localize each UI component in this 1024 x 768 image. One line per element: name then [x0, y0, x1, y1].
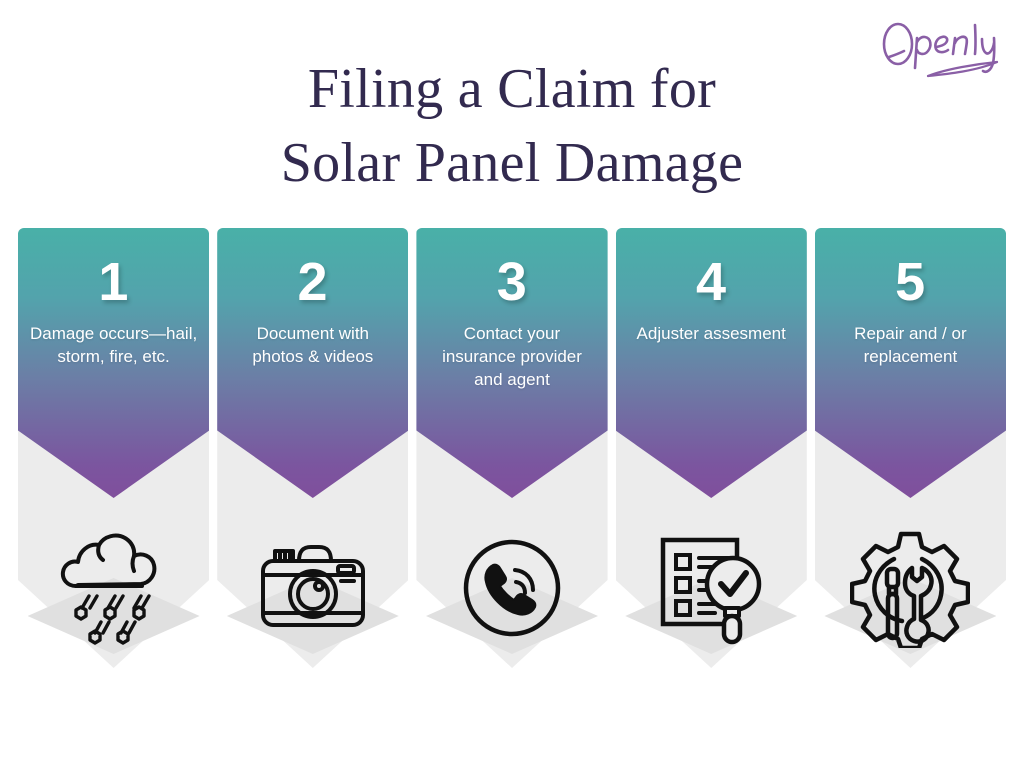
steps-container: 1 Damage occurs—hail, storm, fire, etc.	[18, 228, 1007, 708]
step-label: Repair and / or replacement	[854, 324, 967, 366]
camera-icon	[248, 528, 378, 648]
openly-logo	[876, 16, 1006, 78]
checklist-magnifier-icon	[646, 528, 776, 648]
step-card-4[interactable]: 4 Adjuster assesment	[615, 228, 807, 708]
gear-tools-icon	[845, 528, 975, 648]
step-number: 4	[695, 252, 727, 312]
step-number: 1	[98, 252, 129, 312]
step-number: 5	[895, 252, 926, 312]
page-title: Filing a Claim for Solar Panel Damage	[0, 52, 1024, 200]
step-card-3[interactable]: 3 Contact your insurance provider and ag…	[416, 228, 608, 708]
step-header-card: 1 Damage occurs—hail, storm, fire, etc.	[18, 228, 210, 498]
step-header-card: 3 Contact your insurance provider and ag…	[416, 228, 608, 498]
step-number: 3	[496, 252, 528, 312]
step-header-card: 2 Document with photos & videos	[217, 228, 409, 498]
title-line-2: Solar Panel Damage	[280, 132, 744, 194]
step-label: Damage occurs—hail, storm, fire, etc.	[29, 324, 198, 366]
hail-cloud-icon	[49, 528, 179, 648]
step-header-card: 4 Adjuster assesment	[615, 228, 807, 498]
step-card-1[interactable]: 1 Damage occurs—hail, storm, fire, etc.	[18, 228, 210, 708]
step-label: Adjuster assesment	[636, 324, 786, 343]
step-number: 2	[297, 252, 329, 312]
step-card-2[interactable]: 2 Document with photos & videos	[217, 228, 409, 708]
step-header-card: 5 Repair and / or replacement	[814, 228, 1007, 498]
step-label: Document with photos & videos	[252, 324, 374, 366]
step-label: Contact your insurance provider and agen…	[442, 324, 582, 389]
phone-call-icon	[447, 528, 577, 648]
title-line-1: Filing a Claim for	[307, 58, 717, 120]
step-card-5[interactable]: 5 Repair and / or replacement	[814, 228, 1007, 708]
